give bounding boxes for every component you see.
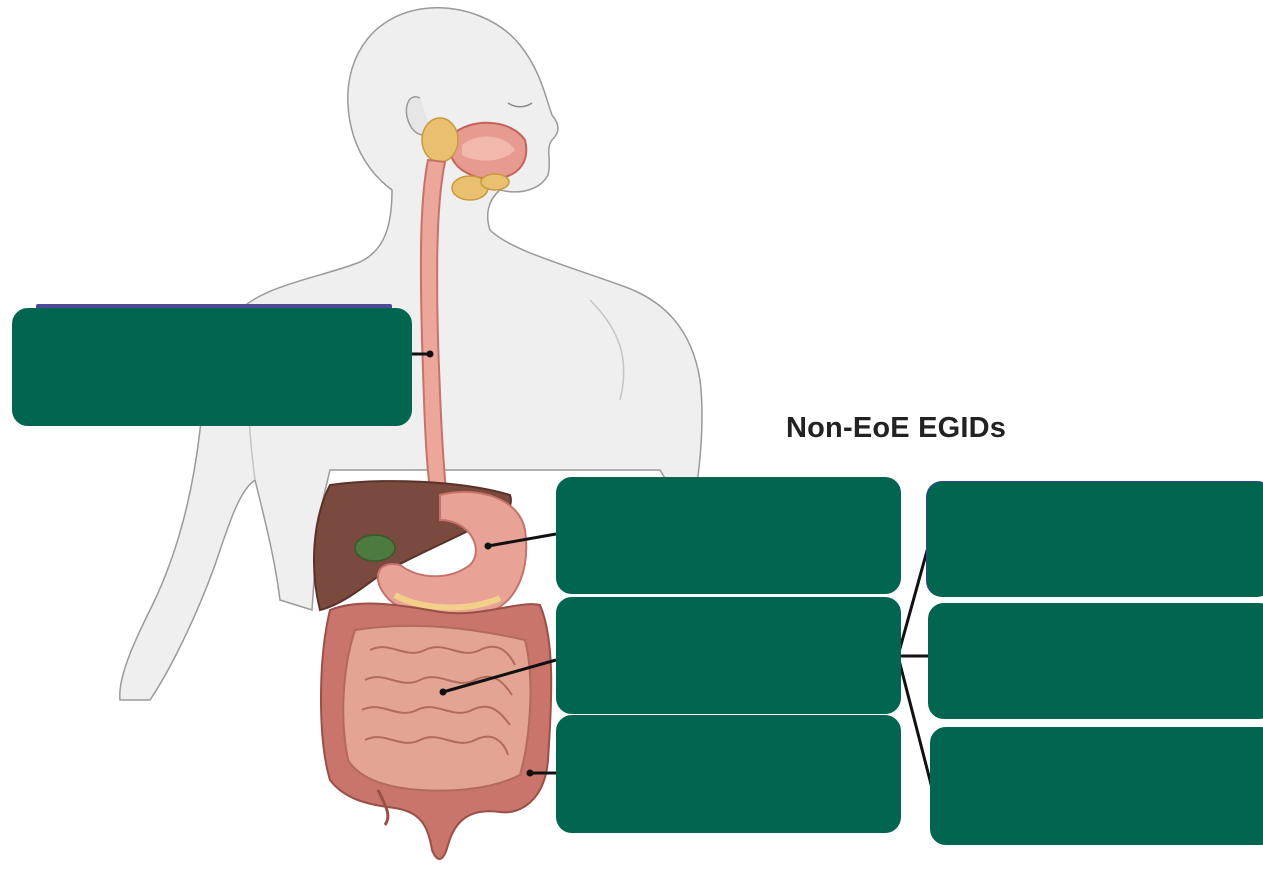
colon-label-box <box>556 715 901 833</box>
stomach-label-box <box>556 477 901 594</box>
gallbladder-icon <box>355 535 395 561</box>
egid-type-box-3 <box>930 727 1263 845</box>
oral-cavity-icon <box>452 123 526 179</box>
small-intestine-label-box <box>556 597 901 714</box>
egid-type-box-1 <box>926 481 1263 597</box>
esophagus-label-box <box>12 308 412 426</box>
egid-type-box-2 <box>928 603 1263 719</box>
non-eoe-egids-heading: Non-EoE EGIDs <box>786 412 1006 445</box>
